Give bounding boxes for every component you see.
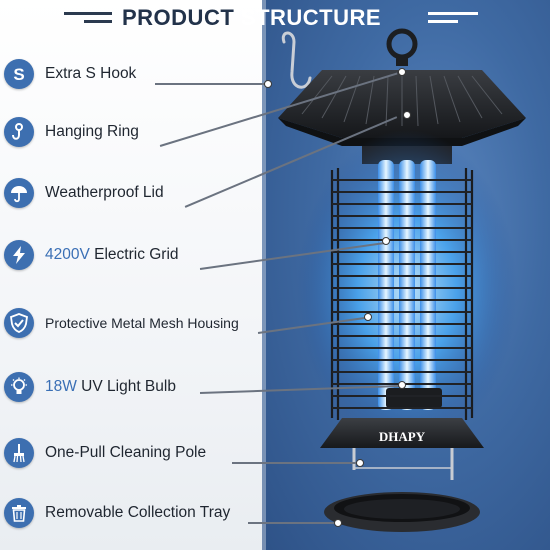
brush-icon [4,438,34,468]
feature-cleaning-pole: One-Pull Cleaning Pole [4,438,266,472]
feature-label: Hanging Ring [45,123,139,140]
feature-label: Weatherproof Lid [45,184,164,201]
umbrella-icon [4,178,34,208]
feature-electric-grid: 4200V Electric Grid [4,240,266,274]
leader-dot [398,381,406,389]
leader-dot [398,68,406,76]
feature-label: One-Pull Cleaning Pole [45,444,207,461]
feature-label: 4200V Electric Grid [45,246,179,263]
leader-dot [382,237,390,245]
feature-label: Removable Collection Tray [45,504,231,521]
feature-mesh-housing: Protective Metal Mesh Housing [4,308,266,342]
feature-s-hook: S Extra S Hook [4,59,266,93]
cleaning-pole [352,448,454,480]
electric-grid [330,168,474,420]
collection-tray [324,492,480,532]
leader-line [232,462,360,464]
title-part1: PRODUCT [122,5,241,30]
page-title: PRODUCT STRUCTURE [0,4,550,32]
title-text: PRODUCT STRUCTURE [122,4,381,32]
leader-line [248,522,338,524]
title-deco-line [428,12,478,15]
feature-label: Protective Metal Mesh Housing [45,315,239,331]
trash-icon [4,498,34,528]
mesh-housing [332,179,472,409]
lightning-icon [4,240,34,270]
leader-dot [334,519,342,527]
feature-uv-bulb: 18W UV Light Bulb [4,372,266,406]
brand-label: DHAPY [379,429,426,444]
s-letter-icon: S [4,59,34,89]
feature-collection-tray: Removable Collection Tray [4,498,266,532]
title-deco-line [84,20,112,23]
title-deco-line [428,20,458,23]
leader-dot [364,313,372,321]
leader-dot [264,80,272,88]
shield-icon [4,308,34,338]
title-part2: STRUCTURE [240,5,382,30]
left-background [0,0,262,550]
hanging-ring [386,28,418,66]
s-hook [281,31,312,89]
svg-text:S: S [13,65,24,84]
base: DHAPY [320,418,484,448]
leader-dot [403,111,411,119]
leader-line [155,83,267,85]
feature-label: 18W UV Light Bulb [45,378,176,395]
leader-dot [356,459,364,467]
hook-icon [4,117,34,147]
feature-hanging-ring: Hanging Ring [4,117,266,151]
feature-label: Extra S Hook [45,65,137,82]
feature-weatherproof-lid: Weatherproof Lid [4,178,266,212]
title-deco-line [64,12,112,15]
bug-zapper-illustration: DHAPY [278,28,526,532]
bulb-icon [4,372,34,402]
